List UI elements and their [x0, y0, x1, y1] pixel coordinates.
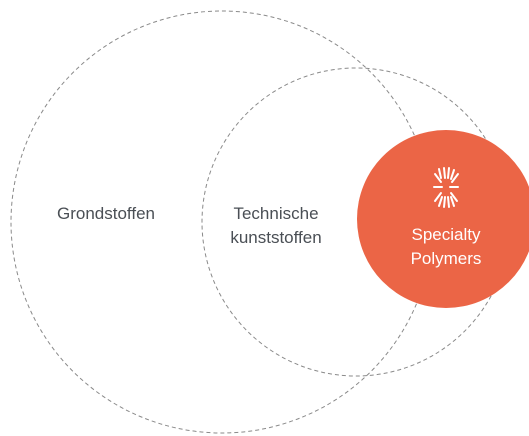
- outer-circle-label: Grondstoffen: [57, 204, 155, 223]
- middle-circle-label-line2: kunststoffen: [230, 228, 321, 247]
- inner-circle-label-line2: Polymers: [411, 249, 482, 268]
- middle-circle-label-line1: Technische: [233, 204, 318, 223]
- inner-circle: [357, 130, 529, 308]
- inner-circle-label-line1: Specialty: [412, 225, 481, 244]
- starburst-logo-icon: [433, 167, 459, 208]
